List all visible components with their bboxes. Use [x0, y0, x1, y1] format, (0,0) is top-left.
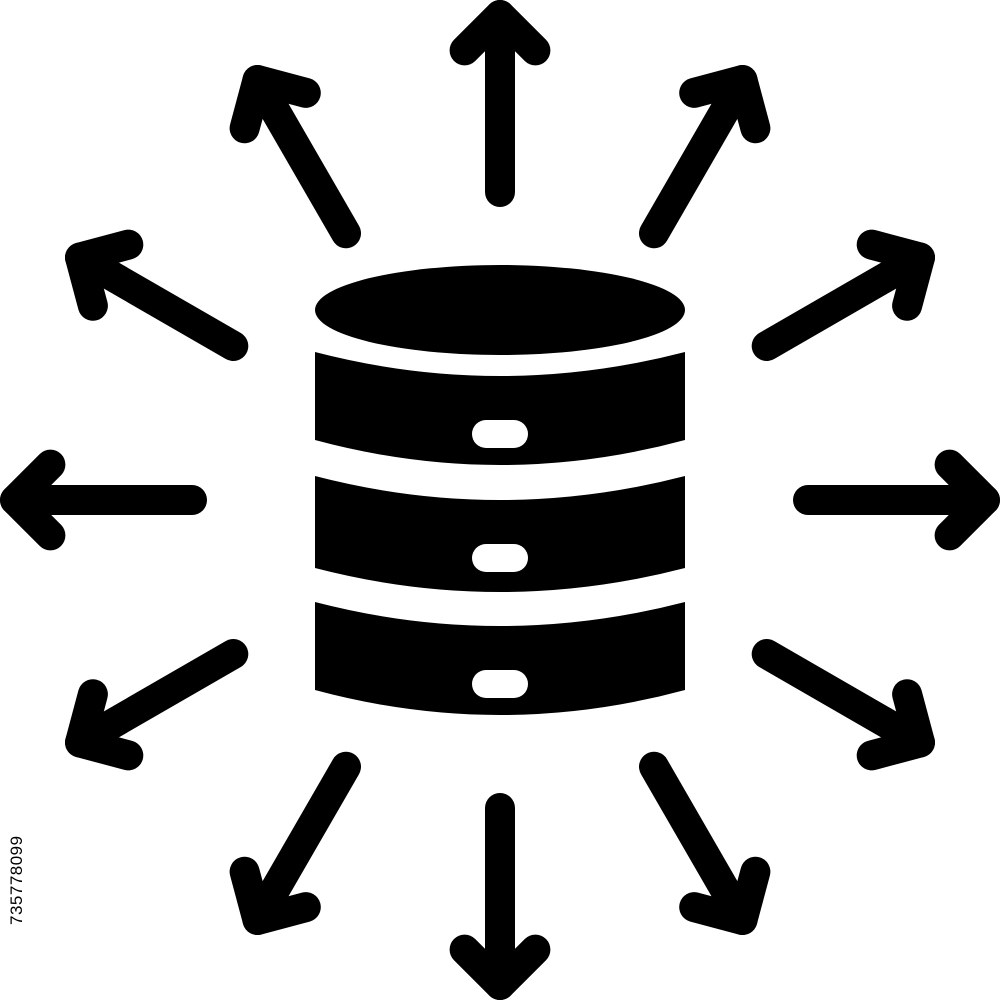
arrow-down-left-2-icon [65, 639, 249, 771]
arrow-up-right-2-icon [751, 229, 935, 361]
arrow-shaft [65, 639, 249, 758]
arrow-head [679, 65, 771, 144]
arrow-down-right-1-icon [751, 639, 935, 771]
arrow-head [65, 679, 144, 771]
arrow-head [65, 229, 144, 321]
arrow-head [679, 856, 771, 935]
database-slot-2-icon [472, 544, 528, 572]
arrow-up-left-2-icon [229, 65, 361, 249]
arrow-head [0, 449, 66, 551]
arrow-head [449, 0, 551, 66]
arrow-head [229, 856, 321, 935]
arrow-shaft [242, 751, 361, 935]
arrow-right-icon [793, 449, 1000, 551]
database-slot-1-icon [472, 420, 528, 448]
database-cylinder-icon [315, 265, 685, 715]
arrow-up-icon [449, 0, 551, 207]
arrow-head [229, 65, 321, 144]
arrow-shaft [751, 639, 935, 758]
arrow-head [856, 679, 935, 771]
database-top-icon [315, 265, 685, 355]
arrow-left-icon [0, 449, 207, 551]
database-tier-3-icon [315, 602, 685, 715]
arrow-shaft [639, 751, 758, 935]
arrow-head [856, 229, 935, 321]
watermark-id-text: 735778099 [7, 835, 26, 925]
arrow-down-right-2-icon [639, 751, 771, 935]
arrow-shaft [639, 65, 758, 249]
database-tier-2-icon [315, 476, 685, 592]
arrow-up-left-1-icon [65, 229, 249, 361]
arrow-shaft [751, 242, 935, 361]
database-tier-1-icon [315, 352, 685, 465]
arrow-shaft [65, 242, 249, 361]
arrow-up-right-1-icon [639, 65, 771, 249]
database-slot-3-icon [472, 670, 528, 698]
arrow-shaft [242, 65, 361, 249]
arrow-head [934, 449, 1000, 551]
arrow-down-icon [449, 793, 551, 1000]
arrow-down-left-1-icon [229, 751, 361, 935]
arrow-head [449, 934, 551, 1000]
